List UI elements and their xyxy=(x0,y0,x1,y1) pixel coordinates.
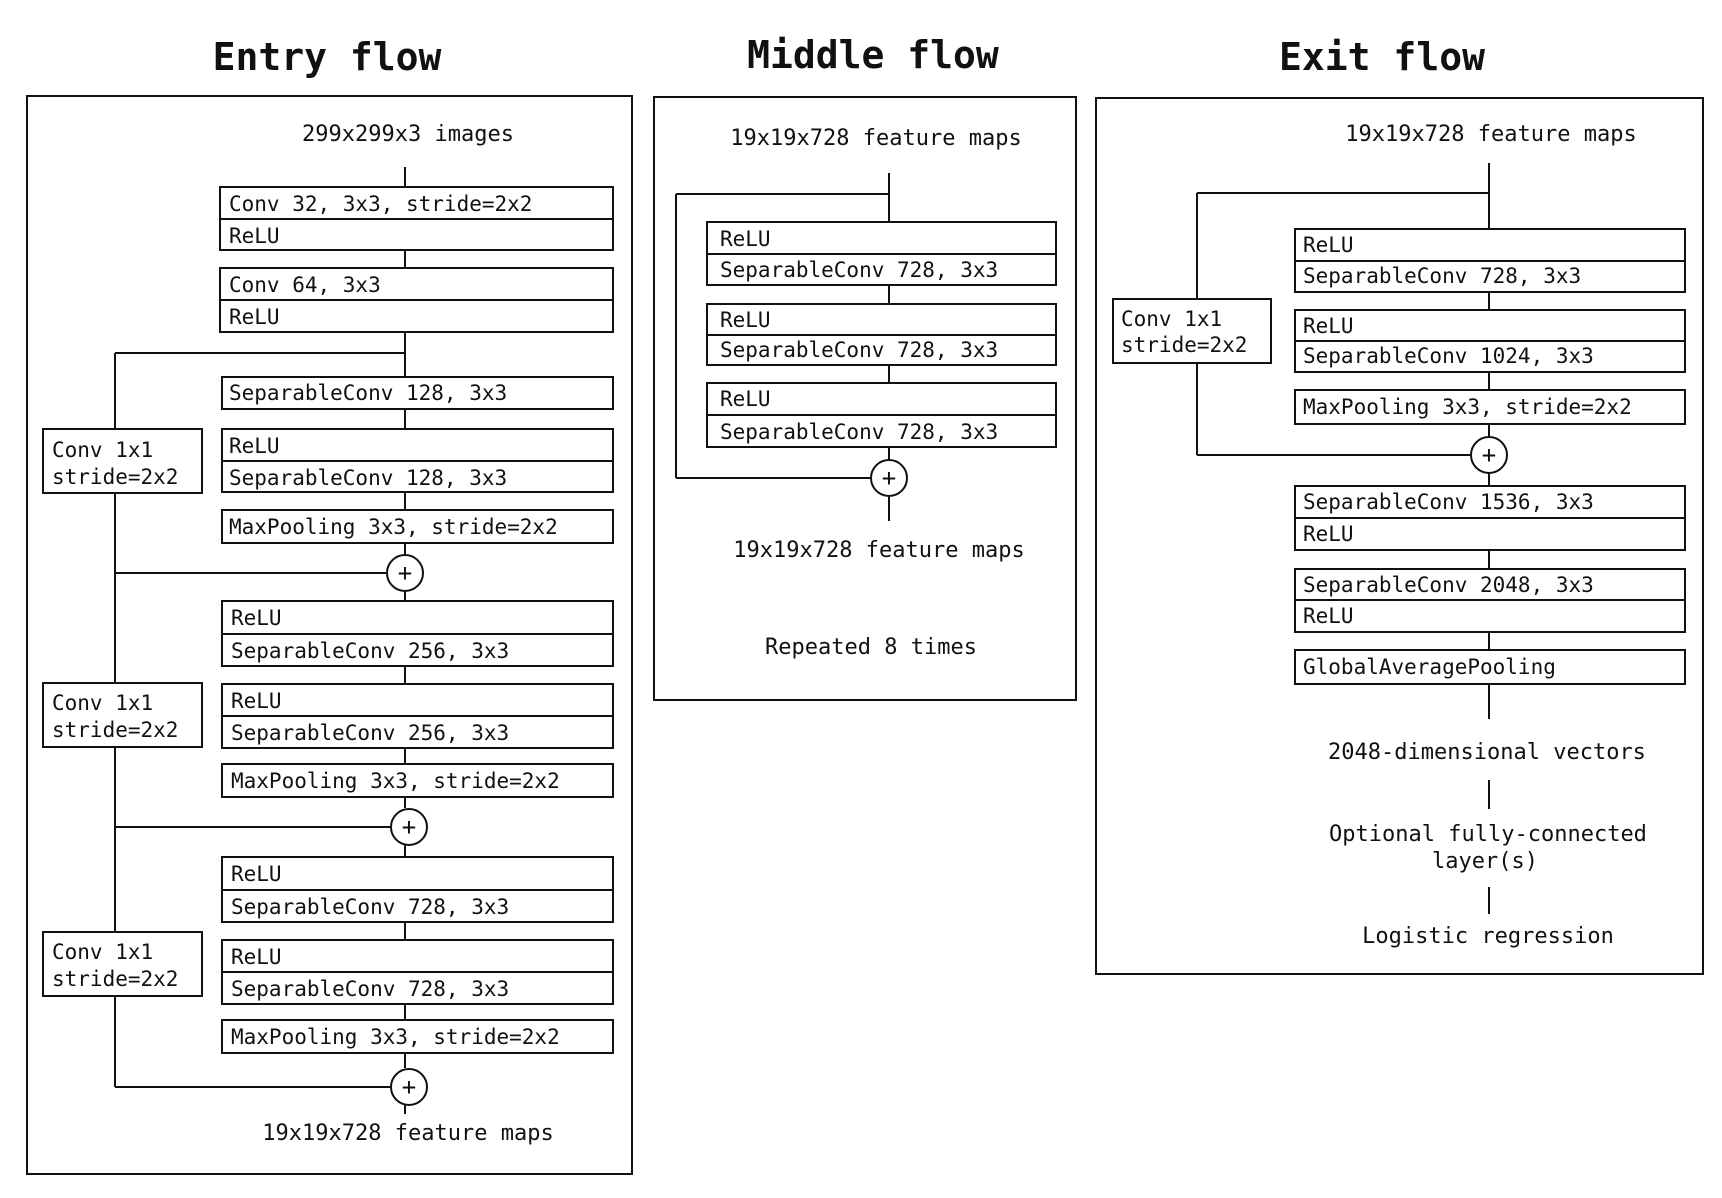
add-symbol: + xyxy=(398,559,412,587)
entry-sepconv256-label: SeparableConv 256, 3x3 xyxy=(231,639,509,663)
exit-relu-label: ReLU xyxy=(1303,604,1354,628)
middle-relu-sepconv728-block: ReLU SeparableConv 728, 3x3 xyxy=(706,382,1057,448)
middle-relu-sepconv728-block: ReLU SeparableConv 728, 3x3 xyxy=(706,221,1057,286)
entry-maxpool-box: MaxPooling 3x3, stride=2x2 xyxy=(221,1019,614,1054)
exit-relu-label: ReLU xyxy=(1303,314,1354,338)
exit-input-label: 19x19x728 feature maps xyxy=(1345,122,1636,147)
add-symbol: + xyxy=(1482,441,1496,469)
add-node: + xyxy=(870,459,908,497)
entry-conv32-label: Conv 32, 3x3, stride=2x2 xyxy=(229,192,532,216)
entry-sepconv128-box: SeparableConv 128, 3x3 xyxy=(221,376,614,410)
entry-relu-label: ReLU xyxy=(231,862,282,886)
residual-stride-label: stride=2x2 xyxy=(52,718,178,742)
entry-relu-label: ReLU xyxy=(231,606,282,630)
add-symbol: + xyxy=(402,1073,416,1101)
exit-sepconv2048-label: SeparableConv 2048, 3x3 xyxy=(1303,573,1594,597)
residual-conv-label: Conv 1x1 xyxy=(52,438,153,462)
exit-sepconv1024-label: SeparableConv 1024, 3x3 xyxy=(1303,344,1594,368)
middle-flow: Middle flow 19x19x728 feature maps ReLU … xyxy=(653,33,1077,701)
exit-sepconv728-label: SeparableConv 728, 3x3 xyxy=(1303,264,1581,288)
exit-connectors xyxy=(1196,163,1490,914)
middle-relu-label: ReLU xyxy=(720,227,771,251)
entry-residual-conv1x1-box: Conv 1x1 stride=2x2 xyxy=(42,931,203,997)
entry-residual-conv1x1-box: Conv 1x1 stride=2x2 xyxy=(42,428,203,494)
entry-sepconv728-label: SeparableConv 728, 3x3 xyxy=(231,977,509,1001)
entry-relu-sepconv728-block: ReLU SeparableConv 728, 3x3 xyxy=(221,939,614,1005)
entry-sepconv128-label: SeparableConv 128, 3x3 xyxy=(229,466,507,490)
exit-sepconv1536-relu-block: SeparableConv 1536, 3x3 ReLU xyxy=(1294,485,1686,551)
add-symbol: + xyxy=(402,813,416,841)
middle-relu-label: ReLU xyxy=(720,308,771,332)
entry-sepconv128-label: SeparableConv 128, 3x3 xyxy=(229,381,507,405)
exit-sepconv1536-label: SeparableConv 1536, 3x3 xyxy=(1303,490,1594,514)
entry-maxpool-label: MaxPooling 3x3, stride=2x2 xyxy=(229,515,558,539)
entry-relu-label: ReLU xyxy=(229,305,280,329)
exit-relu-label: ReLU xyxy=(1303,522,1354,546)
entry-relu-sepconv728-block: ReLU SeparableConv 728, 3x3 xyxy=(221,856,614,923)
exit-flow: Exit flow 19x19x728 feature maps ReLU Se… xyxy=(1095,35,1704,975)
add-node: + xyxy=(386,554,424,592)
middle-relu-sepconv728-block: ReLU SeparableConv 728, 3x3 xyxy=(706,303,1057,366)
exit-fc-label-line2: layer(s) xyxy=(1432,849,1538,874)
residual-stride-label: stride=2x2 xyxy=(1121,333,1247,357)
residual-stride-label: stride=2x2 xyxy=(52,465,178,489)
entry-conv64-label: Conv 64, 3x3 xyxy=(229,273,381,297)
exit-residual-conv1x1-box: Conv 1x1 stride=2x2 xyxy=(1112,298,1272,364)
entry-output-label: 19x19x728 feature maps xyxy=(262,1121,553,1146)
entry-conv64-block: Conv 64, 3x3 ReLU xyxy=(219,267,614,333)
exit-vectors-label: 2048-dimensional vectors xyxy=(1328,740,1646,765)
exit-relu-label: ReLU xyxy=(1303,233,1354,257)
exit-relu-sepconv1024-block: ReLU SeparableConv 1024, 3x3 xyxy=(1294,309,1686,373)
entry-maxpool-box: MaxPooling 3x3, stride=2x2 xyxy=(221,763,614,798)
middle-output-label: 19x19x728 feature maps xyxy=(733,538,1024,563)
exit-logistic-label: Logistic regression xyxy=(1362,924,1614,949)
entry-maxpool-label: MaxPooling 3x3, stride=2x2 xyxy=(231,769,560,793)
exit-maxpool-label: MaxPooling 3x3, stride=2x2 xyxy=(1303,395,1632,419)
middle-relu-label: ReLU xyxy=(720,387,771,411)
add-node: + xyxy=(390,1068,428,1106)
middle-sepconv728-label: SeparableConv 728, 3x3 xyxy=(720,420,998,444)
entry-relu-label: ReLU xyxy=(229,224,280,248)
entry-conv32-block: Conv 32, 3x3, stride=2x2 ReLU xyxy=(219,186,614,251)
entry-maxpool-box: MaxPooling 3x3, stride=2x2 xyxy=(221,509,614,544)
entry-maxpool-label: MaxPooling 3x3, stride=2x2 xyxy=(231,1025,560,1049)
entry-relu-sepconv128-block: ReLU SeparableConv 128, 3x3 xyxy=(221,428,614,493)
middle-input-label: 19x19x728 feature maps xyxy=(730,126,1021,151)
exit-flow-title: Exit flow xyxy=(1279,35,1485,79)
entry-relu-sepconv256-block: ReLU SeparableConv 256, 3x3 xyxy=(221,600,614,667)
middle-repeat-label: Repeated 8 times xyxy=(765,635,977,660)
residual-conv-label: Conv 1x1 xyxy=(52,691,153,715)
entry-sepconv256-label: SeparableConv 256, 3x3 xyxy=(231,721,509,745)
add-node: + xyxy=(1470,436,1508,474)
entry-flow-title: Entry flow xyxy=(213,35,442,79)
middle-sepconv728-label: SeparableConv 728, 3x3 xyxy=(720,258,998,282)
add-symbol: + xyxy=(882,464,896,492)
middle-sepconv728-label: SeparableConv 728, 3x3 xyxy=(720,338,998,362)
residual-stride-label: stride=2x2 xyxy=(52,967,178,991)
middle-flow-title: Middle flow xyxy=(747,33,999,77)
entry-relu-sepconv256-block: ReLU SeparableConv 256, 3x3 xyxy=(221,683,614,749)
entry-relu-label: ReLU xyxy=(231,689,282,713)
entry-sepconv728-label: SeparableConv 728, 3x3 xyxy=(231,895,509,919)
exit-fc-label-line1: Optional fully-connected xyxy=(1329,822,1647,847)
entry-input-label: 299x299x3 images xyxy=(302,122,514,147)
exit-gap-label: GlobalAveragePooling xyxy=(1303,655,1556,679)
entry-flow: Entry flow 299x299x3 images xyxy=(26,35,633,1175)
middle-connectors xyxy=(675,173,890,521)
entry-residual-conv1x1-box: Conv 1x1 stride=2x2 xyxy=(42,682,203,748)
exit-global-average-pooling-box: GlobalAveragePooling xyxy=(1294,649,1686,685)
residual-conv-label: Conv 1x1 xyxy=(1121,307,1222,331)
exit-relu-sepconv728-block: ReLU SeparableConv 728, 3x3 xyxy=(1294,228,1686,293)
exit-sepconv2048-relu-block: SeparableConv 2048, 3x3 ReLU xyxy=(1294,568,1686,633)
residual-conv-label: Conv 1x1 xyxy=(52,940,153,964)
add-node: + xyxy=(390,808,428,846)
entry-relu-label: ReLU xyxy=(231,945,282,969)
exit-maxpool-box: MaxPooling 3x3, stride=2x2 xyxy=(1294,389,1686,425)
entry-relu-label: ReLU xyxy=(229,434,280,458)
